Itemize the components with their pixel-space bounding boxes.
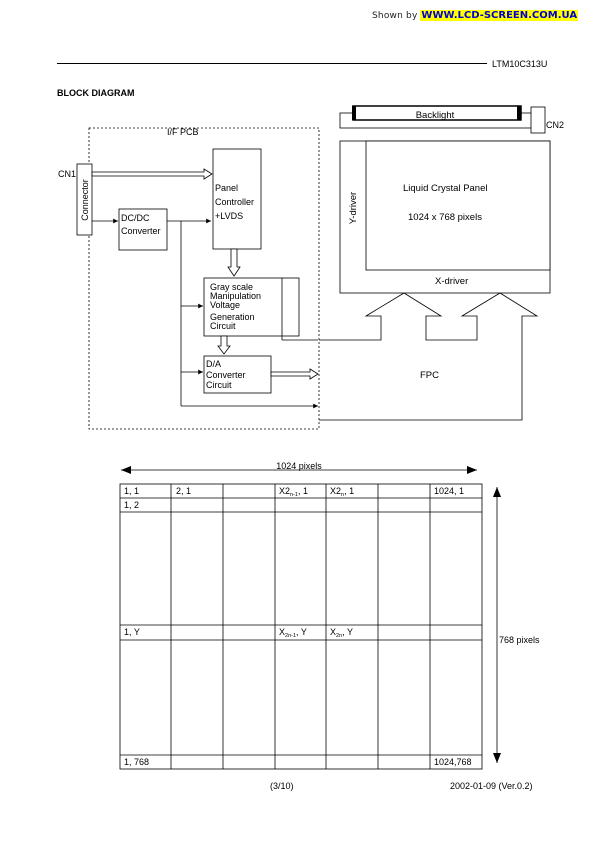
section-title: BLOCK DIAGRAM	[57, 88, 135, 98]
model-number: LTM10C313U	[492, 59, 548, 69]
y-driver-label: Y-driver	[348, 192, 359, 224]
pixel-grid: 1024 pixels 768 pixels 1, 1 2, 1 X2n-1, …	[119, 461, 540, 770]
da-converter-label: D/A Converter Circuit	[206, 359, 248, 390]
fpc-label: FPC	[420, 370, 439, 381]
x-driver-label: X-driver	[435, 276, 468, 287]
cell-x2n-y: X2n, Y	[330, 627, 353, 639]
dcdc-label: DC/DC Converter	[121, 213, 161, 236]
if-pcb-label: I/F PCB	[167, 127, 199, 137]
connector-label: Connector	[80, 179, 90, 221]
page-number: (3/10)	[270, 781, 294, 791]
watermark-prefix: Shown by	[372, 11, 418, 21]
backlight-lamp: Backlight CN2	[339, 105, 564, 134]
cell-2-1: 2, 1	[176, 486, 191, 496]
lcd-panel-label: Liquid Crystal Panel 1024 x 768 pixels	[403, 183, 490, 223]
gray-scale-label: Gray scale Manipulation Voltage Generati…	[210, 282, 264, 331]
cell-1-y: 1, Y	[124, 627, 140, 637]
cell-x2n-1: X2n, 1	[330, 486, 354, 498]
cell-1-768: 1, 768	[124, 757, 149, 767]
lcd-panel-active-area	[365, 140, 551, 271]
fpc-outline	[319, 292, 539, 421]
dcdc-converter-block	[118, 208, 168, 251]
if-pcb-boundary	[88, 127, 320, 430]
header-rule	[57, 63, 487, 64]
backlight-label: Backlight	[416, 110, 455, 121]
cell-1-2: 1, 2	[124, 500, 139, 510]
revision-date: 2002-01-09 (Ver.0.2)	[450, 781, 533, 791]
width-label: 1024 pixels	[276, 461, 322, 471]
da-converter-block	[203, 355, 272, 394]
connector-block	[76, 163, 93, 236]
watermark: Shown by WWW.LCD-SCREEN.COM.UA	[372, 9, 579, 21]
cn1-label: CN1	[58, 169, 76, 179]
cell-x2n-1-y: X2n-1, Y	[279, 627, 307, 639]
gray-scale-block	[203, 277, 300, 337]
panel-controller-label: Panel Controller +LVDS	[215, 183, 257, 221]
watermark-site[interactable]: WWW.LCD-SCREEN.COM.UA	[420, 10, 579, 21]
cell-1-1: 1, 1	[124, 486, 139, 496]
cell-1024-1: 1024, 1	[434, 486, 464, 496]
cell-1024-768: 1024,768	[434, 757, 472, 767]
cell-x2n-1-1: X2n-1, 1	[279, 486, 308, 498]
panel-controller-block	[212, 148, 262, 250]
height-label: 768 pixels	[499, 635, 540, 645]
cn2-label: CN2	[546, 120, 564, 130]
